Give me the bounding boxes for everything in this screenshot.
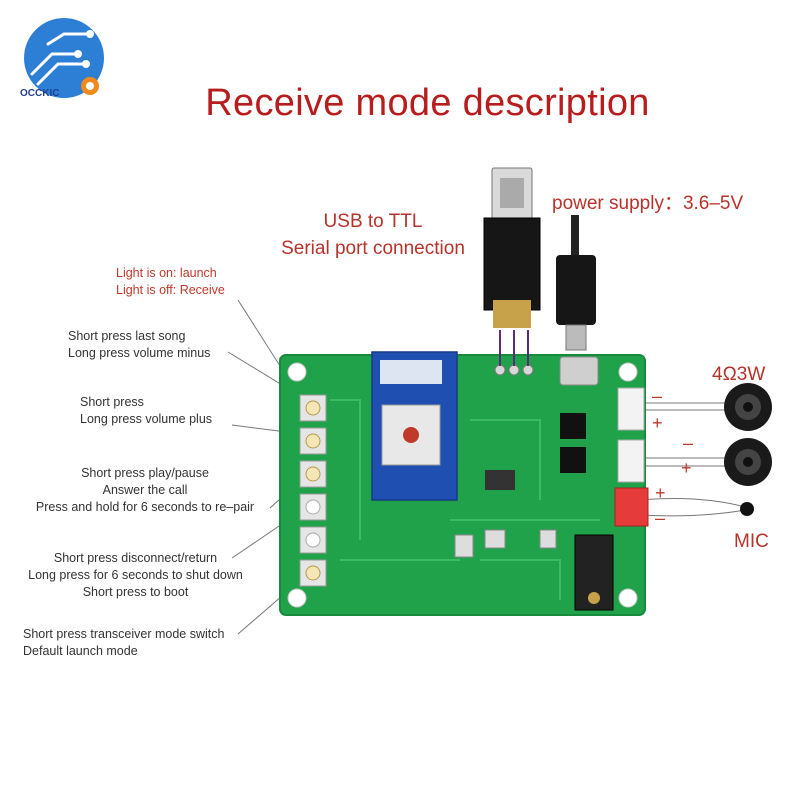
mic-label: MIC: [734, 528, 769, 555]
speaker-2: [724, 438, 772, 486]
spk1-plus: +: [652, 413, 663, 434]
button4-line1: Short press disconnect/return: [8, 550, 263, 567]
button4-line3: Short press to boot: [8, 584, 263, 601]
button2-line2: Long press volume plus: [80, 411, 300, 428]
button3-line1: Short press play/pause: [10, 465, 280, 482]
button5-line1: Short press transceiver mode switch: [23, 626, 283, 643]
spk2-plus: +: [681, 458, 692, 479]
usb-ttl-adapter: [484, 168, 540, 366]
micro-usb-port: [560, 357, 598, 385]
spk2-minus: –: [683, 433, 693, 454]
button3-line3: Press and hold for 6 seconds to re–pair: [10, 499, 280, 516]
mic-connector: [615, 488, 648, 526]
mic-capsule: [740, 502, 754, 516]
button1-line2: Long press volume minus: [68, 345, 288, 362]
button3-line2: Answer the call: [10, 482, 280, 499]
speaker-1: [724, 383, 772, 431]
usb-label-line1: USB to TTL: [262, 208, 484, 235]
led-label-line1: Light is on: launch: [116, 265, 316, 282]
spk1-minus: –: [652, 386, 662, 407]
led-label-line2: Light is off: Receive: [116, 282, 316, 299]
mic-plus: +: [655, 483, 666, 504]
button1-line1: Short press last song: [68, 328, 288, 345]
usb-label-line2: Serial port connection: [262, 235, 484, 262]
mic-minus: –: [655, 508, 665, 529]
speaker-connector-2: [618, 440, 644, 482]
speaker-connector-1: [618, 388, 644, 430]
button5-line2: Default launch mode: [23, 643, 283, 660]
power-plug: [556, 215, 596, 350]
power-supply-label: power supply：3.6–5V: [552, 190, 743, 217]
speaker-spec-label: 4Ω3W: [712, 361, 765, 388]
button4-line2: Long press for 6 seconds to shut down: [8, 567, 263, 584]
button2-line1: Short press: [80, 394, 300, 411]
